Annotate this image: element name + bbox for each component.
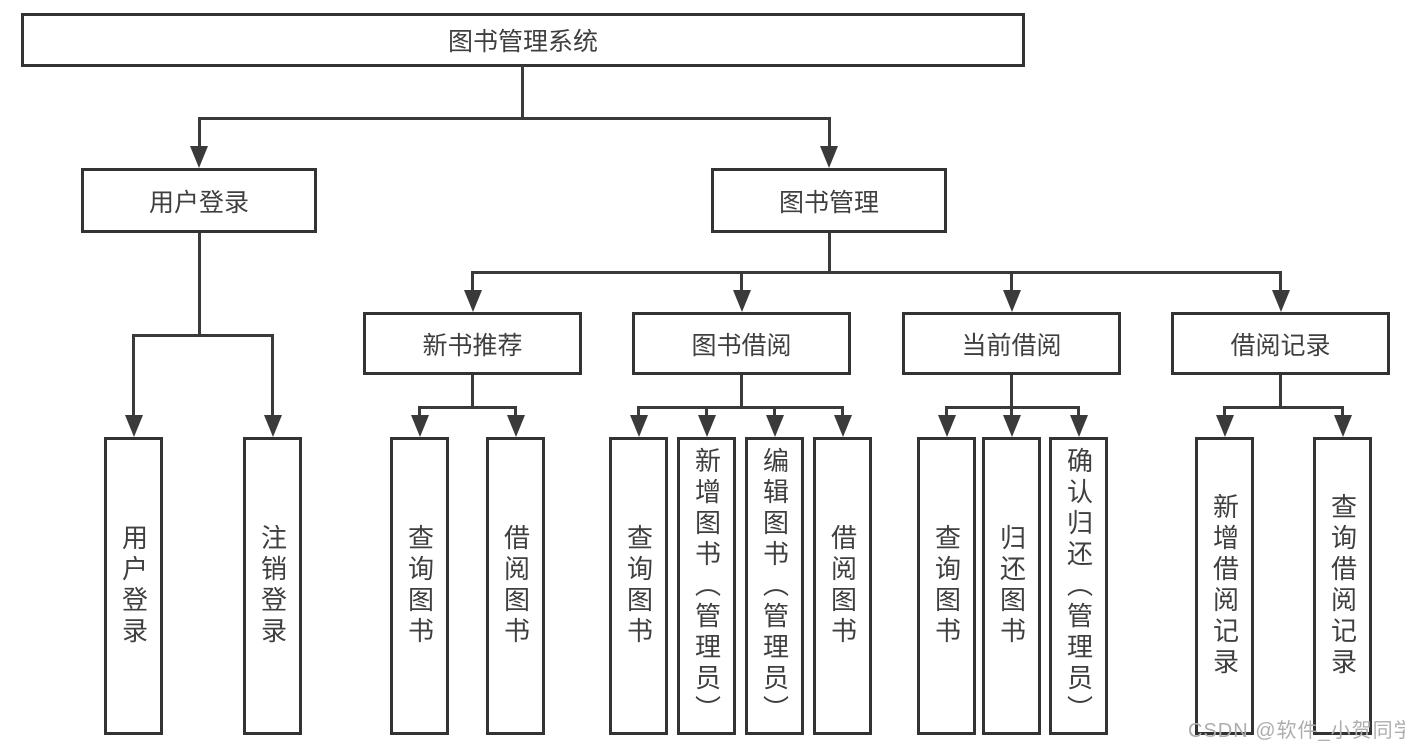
node-current-borrow-label: 当前借阅 bbox=[961, 331, 1062, 360]
node-new-book-recommend-label: 新书推荐 bbox=[422, 331, 523, 360]
arrow-down-icon bbox=[938, 415, 956, 437]
leaf-borrow-add: 新增图书（管理员） bbox=[677, 437, 736, 735]
leaf-newbook-borrow: 借阅图书 bbox=[486, 437, 545, 735]
connector-drop-leaf-logout bbox=[271, 334, 274, 416]
arrow-down-icon bbox=[125, 415, 143, 437]
connector-login-stem bbox=[198, 233, 201, 335]
leaf-logout-label: 注销登录 bbox=[257, 524, 288, 648]
leaf-borrow-edit-label: 编辑图书（管理员） bbox=[759, 446, 790, 726]
arrow-down-icon bbox=[464, 290, 482, 312]
connector-drop-current-return bbox=[1010, 406, 1013, 417]
leaf-newbook-query: 查询图书 bbox=[390, 437, 449, 735]
node-borrow-records-label: 借阅记录 bbox=[1230, 331, 1331, 360]
connector-drop-book-borrow bbox=[740, 271, 743, 292]
connector-login-rail bbox=[132, 334, 273, 337]
leaf-current-return-label: 归还图书 bbox=[996, 524, 1027, 648]
connector-borrow-rail bbox=[637, 406, 843, 409]
leaf-user-login: 用户登录 bbox=[104, 437, 163, 735]
arrow-down-icon bbox=[766, 415, 784, 437]
connector-newbook-rail bbox=[418, 406, 516, 409]
leaf-records-add: 新增借阅记录 bbox=[1195, 437, 1254, 735]
connector-drop-new-book bbox=[471, 271, 474, 292]
connector-current-stem bbox=[1010, 375, 1013, 408]
node-library-system-label: 图书管理系统 bbox=[447, 28, 598, 56]
connector-drop-borrow-add bbox=[705, 406, 708, 417]
arrow-down-icon bbox=[1334, 415, 1352, 437]
arrow-down-icon bbox=[411, 415, 429, 437]
node-current-borrow: 当前借阅 bbox=[902, 312, 1121, 375]
leaf-current-query: 查询图书 bbox=[917, 437, 976, 735]
connector-drop-current-query bbox=[945, 406, 948, 417]
node-book-borrow: 图书借阅 bbox=[632, 312, 851, 375]
arrow-down-icon bbox=[264, 415, 282, 437]
leaf-borrow-borrow: 借阅图书 bbox=[813, 437, 872, 735]
connector-drop-book-management bbox=[828, 117, 831, 148]
connector-root-stem bbox=[521, 65, 524, 118]
connector-drop-newbook-borrow bbox=[514, 406, 517, 417]
node-new-book-recommend: 新书推荐 bbox=[363, 312, 582, 375]
arrow-down-icon bbox=[507, 415, 525, 437]
connector-records-rail bbox=[1223, 406, 1344, 409]
connector-drop-user-login bbox=[198, 117, 201, 148]
connector-mgmt-rail bbox=[471, 271, 1281, 274]
arrow-down-icon bbox=[630, 415, 648, 437]
arrow-down-icon bbox=[834, 415, 852, 437]
leaf-records-query-label: 查询借阅记录 bbox=[1327, 493, 1358, 679]
arrow-down-icon bbox=[1216, 415, 1234, 437]
node-user-login: 用户登录 bbox=[81, 168, 317, 233]
connector-root-rail bbox=[198, 117, 831, 120]
connector-drop-borrow-borrow bbox=[841, 406, 844, 417]
connector-drop-newbook-query bbox=[418, 406, 421, 417]
csdn-watermark: CSDN @软件_小贺同学 bbox=[1188, 720, 1405, 742]
arrow-down-icon bbox=[698, 415, 716, 437]
leaf-records-query: 查询借阅记录 bbox=[1313, 437, 1372, 735]
leaf-current-query-label: 查询图书 bbox=[931, 524, 962, 648]
leaf-logout: 注销登录 bbox=[243, 437, 302, 735]
connector-drop-borrow-records bbox=[1279, 271, 1282, 292]
leaf-user-login-label: 用户登录 bbox=[118, 524, 149, 648]
node-user-login-label: 用户登录 bbox=[148, 188, 249, 217]
leaf-records-add-label: 新增借阅记录 bbox=[1209, 493, 1240, 679]
leaf-newbook-query-label: 查询图书 bbox=[404, 524, 435, 648]
connector-mgmt-stem bbox=[828, 233, 831, 273]
leaf-newbook-borrow-label: 借阅图书 bbox=[500, 524, 531, 648]
leaf-borrow-query-label: 查询图书 bbox=[623, 524, 654, 648]
connector-newbook-stem bbox=[471, 375, 474, 408]
leaf-borrow-query: 查询图书 bbox=[609, 437, 668, 735]
leaf-current-confirm: 确认归还（管理员） bbox=[1049, 437, 1108, 735]
connector-drop-records-add bbox=[1223, 406, 1226, 417]
connector-drop-borrow-query bbox=[637, 406, 640, 417]
connector-drop-borrow-edit bbox=[773, 406, 776, 417]
connector-drop-records-query bbox=[1341, 406, 1344, 417]
node-library-system: 图书管理系统 bbox=[21, 13, 1025, 67]
leaf-current-confirm-label: 确认归还（管理员） bbox=[1063, 446, 1094, 726]
node-book-management: 图书管理 bbox=[711, 168, 947, 233]
connector-drop-current-confirm bbox=[1077, 406, 1080, 417]
arrow-down-icon bbox=[1272, 290, 1290, 312]
node-book-management-label: 图书管理 bbox=[778, 188, 879, 217]
arrow-down-icon bbox=[1070, 415, 1088, 437]
connector-drop-current-borrow bbox=[1010, 271, 1013, 292]
leaf-borrow-edit: 编辑图书（管理员） bbox=[745, 437, 804, 735]
arrow-down-icon bbox=[1003, 290, 1021, 312]
arrow-down-icon bbox=[733, 290, 751, 312]
arrow-down-icon bbox=[820, 146, 838, 168]
leaf-borrow-add-label: 新增图书（管理员） bbox=[691, 446, 722, 726]
leaf-borrow-borrow-label: 借阅图书 bbox=[827, 524, 858, 648]
connector-records-stem bbox=[1279, 375, 1282, 408]
connector-drop-leaf-user-login bbox=[132, 334, 135, 416]
node-borrow-records: 借阅记录 bbox=[1171, 312, 1390, 375]
connector-borrow-stem bbox=[740, 375, 743, 408]
node-book-borrow-label: 图书借阅 bbox=[691, 331, 792, 360]
leaf-current-return: 归还图书 bbox=[982, 437, 1041, 735]
arrow-down-icon bbox=[1003, 415, 1021, 437]
arrow-down-icon bbox=[190, 146, 208, 168]
